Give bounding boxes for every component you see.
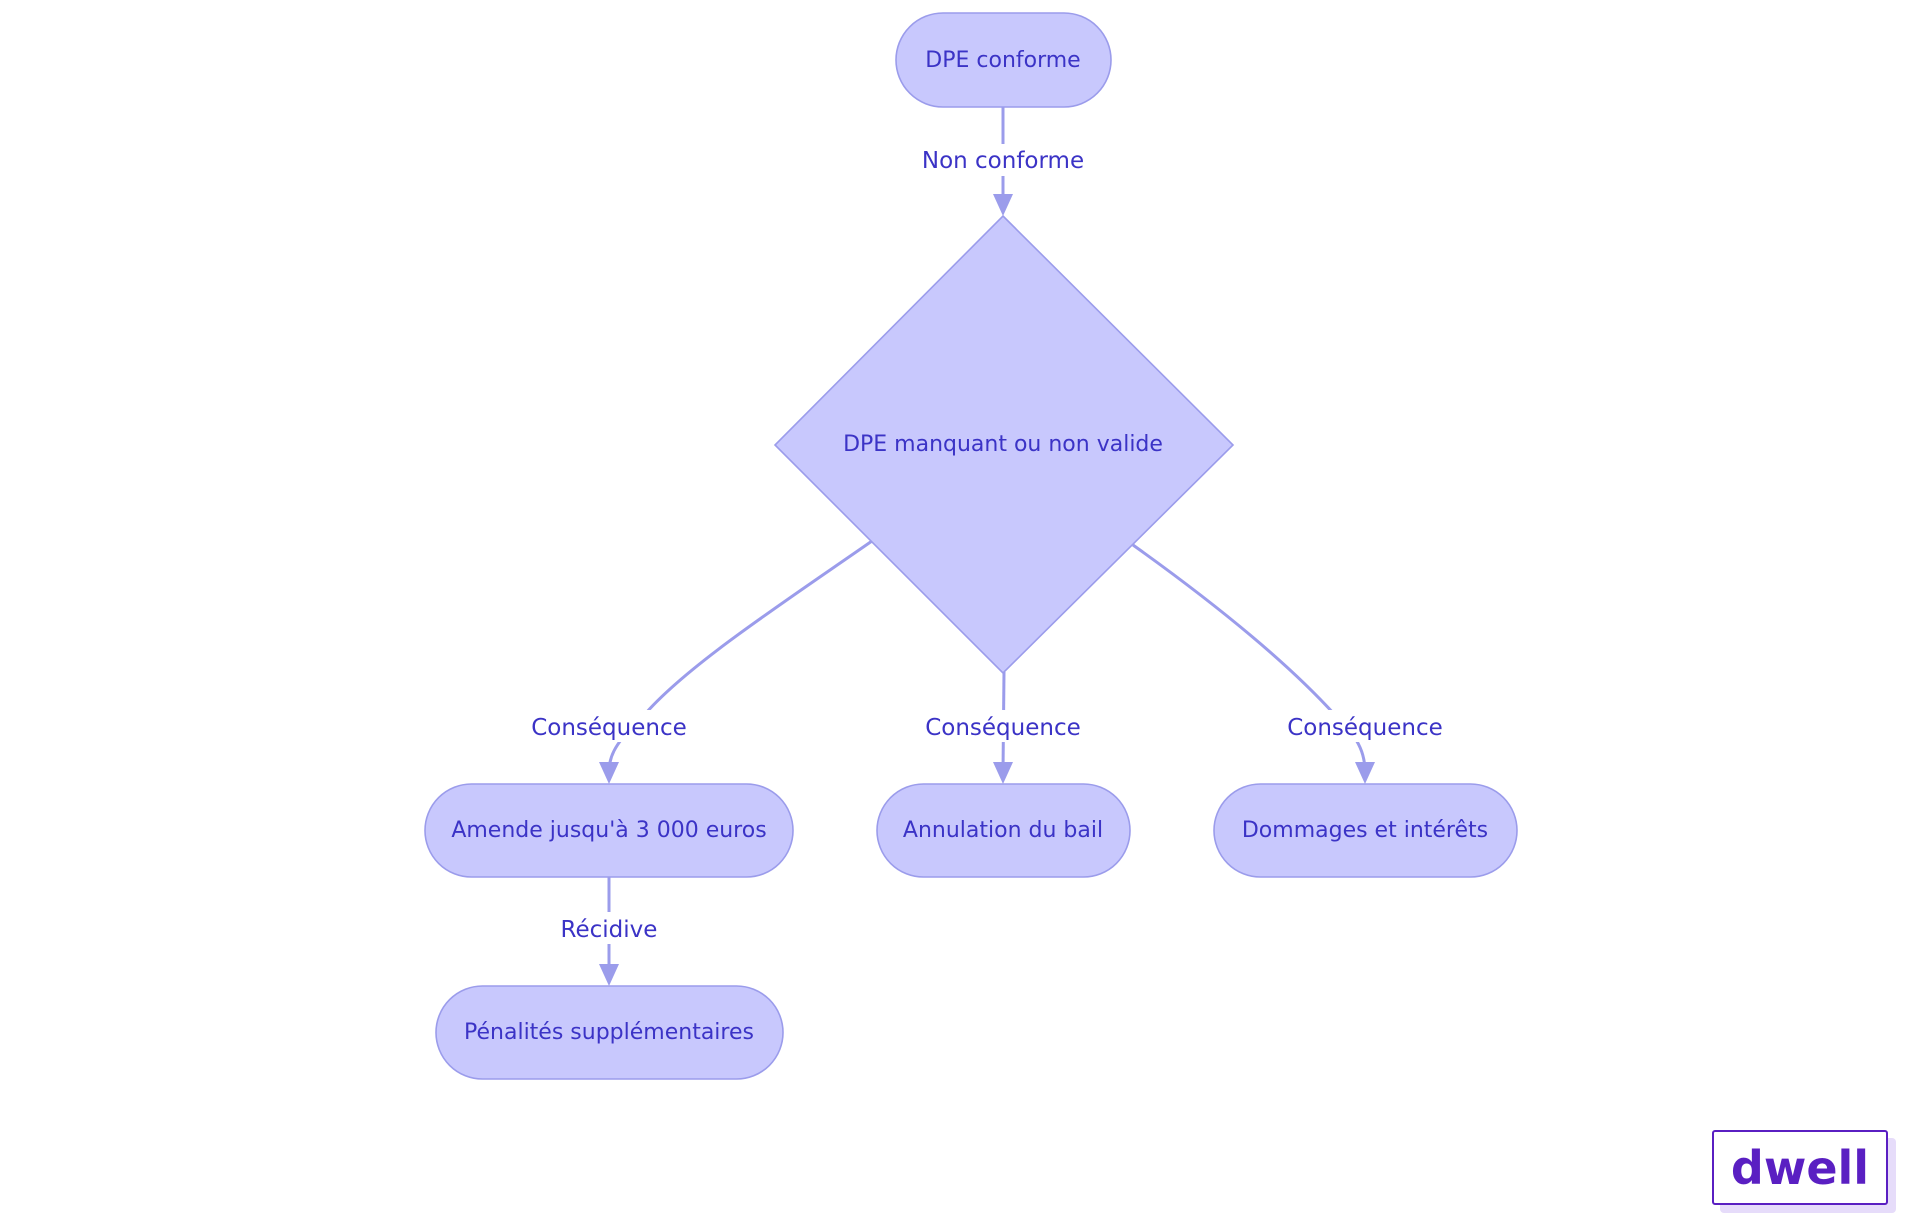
edge-manquant-to-dommages-arrow [1355,762,1375,784]
edge-manquant-to-dommages [1132,543,1367,773]
edge-label-consequence-mid: Conséquence [925,715,1081,741]
node-label-annulation: Annulation du bail [903,818,1103,843]
edge-manquant-to-amende [607,539,873,773]
edge-label-recidive: Récidive [561,917,658,943]
edge-manquant-to-amende-arrow [599,762,619,784]
edge-amende-to-penalites-arrow [599,964,619,986]
edge-label-consequence-right: Conséquence [1287,715,1443,741]
edge-conforme-to-manquant-arrow [993,194,1013,216]
node-label-dommages: Dommages et intérêts [1242,818,1488,843]
node-label-amende: Amende jusqu'à 3 000 euros [451,818,766,843]
node-dpe-conforme: DPE conforme [895,12,1112,108]
dwell-logo: dwell [1712,1130,1896,1213]
node-dpe-manquant: DPE manquant ou non valide [773,214,1235,675]
node-annulation: Annulation du bail [876,783,1131,878]
logo-text: dwell [1730,1140,1870,1195]
node-dommages: Dommages et intérêts [1213,783,1518,878]
node-label-dpe-manquant: DPE manquant ou non valide [843,432,1163,457]
node-label-dpe-conforme: DPE conforme [925,48,1080,73]
node-label-penalites: Pénalités supplémentaires [464,1020,754,1045]
node-penalites: Pénalités supplémentaires [435,985,784,1080]
edge-label-consequence-left: Conséquence [531,715,687,741]
node-amende: Amende jusqu'à 3 000 euros [424,783,794,878]
edge-labels: Non conforme Conséquence Conséquence Con… [531,144,1443,944]
edge-manquant-to-annulation-arrow [993,762,1013,784]
logo-box: dwell [1712,1130,1888,1205]
edge-label-non-conforme: Non conforme [922,148,1084,174]
